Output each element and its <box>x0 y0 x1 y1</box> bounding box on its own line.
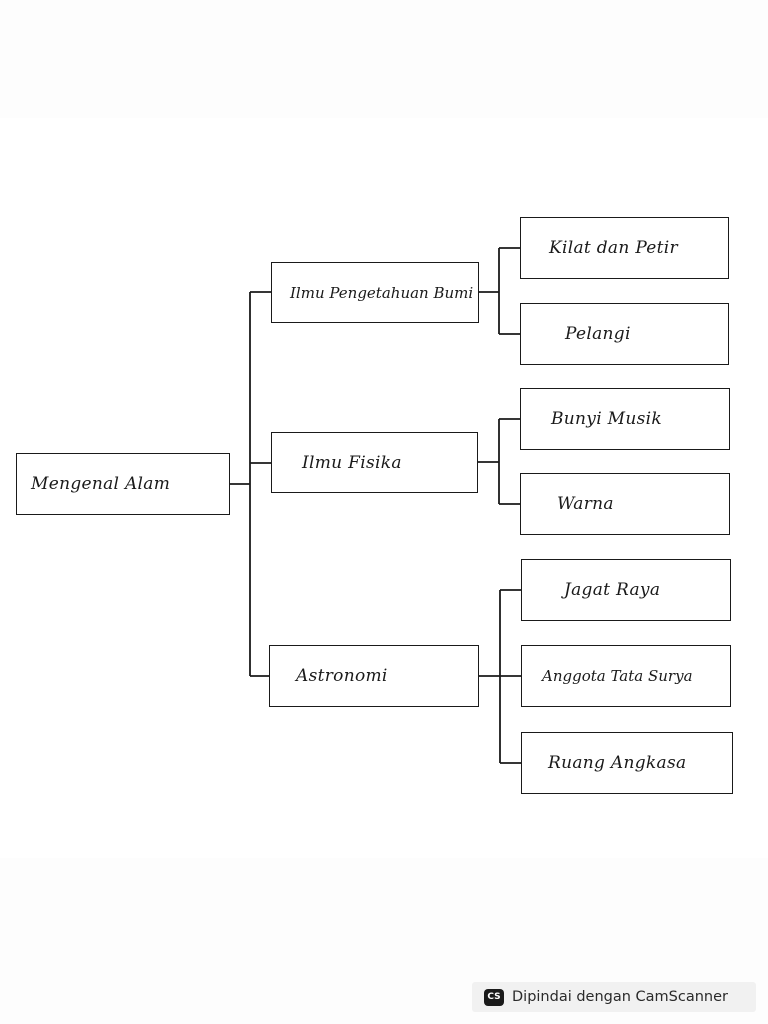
leaf-node-bunyi-musik: Bunyi Musik <box>520 388 730 450</box>
leaf-node-label: Bunyi Musik <box>551 409 662 429</box>
branch-node-ilmu-fisika: Ilmu Fisika <box>271 432 478 493</box>
leaf-node-pelangi: Pelangi <box>520 303 729 365</box>
leaf-node-ruang-angkasa: Ruang Angkasa <box>521 732 733 794</box>
root-node: Mengenal Alam <box>16 453 230 515</box>
leaf-node-anggota-tata-surya: Anggota Tata Surya <box>521 645 731 707</box>
leaf-node-label: Kilat dan Petir <box>549 238 678 258</box>
leaf-node-warna: Warna <box>520 473 730 535</box>
leaf-node-kilat-dan-petir: Kilat dan Petir <box>520 217 729 279</box>
watermark-text: Dipindai dengan CamScanner <box>512 989 729 1005</box>
branch-node-label: Ilmu Fisika <box>302 452 402 473</box>
leaf-node-label: Ruang Angkasa <box>548 753 687 773</box>
leaf-node-label: Pelangi <box>565 324 631 344</box>
branch-node-ilmu-pengetahuan-bumi: Ilmu Pengetahuan Bumi <box>271 262 479 323</box>
root-node-label: Mengenal Alam <box>31 474 171 494</box>
leaf-node-label: Jagat Raya <box>564 580 661 600</box>
camscanner-watermark: CS Dipindai dengan CamScanner <box>472 982 756 1012</box>
leaf-node-label: Anggota Tata Surya <box>542 667 693 685</box>
branch-node-astronomi: Astronomi <box>269 645 479 707</box>
camscanner-logo-icon: CS <box>484 988 504 1006</box>
leaf-node-jagat-raya: Jagat Raya <box>521 559 731 621</box>
branch-node-label: Ilmu Pengetahuan Bumi <box>290 283 474 302</box>
branch-node-label: Astronomi <box>296 666 388 686</box>
leaf-node-label: Warna <box>557 494 614 514</box>
